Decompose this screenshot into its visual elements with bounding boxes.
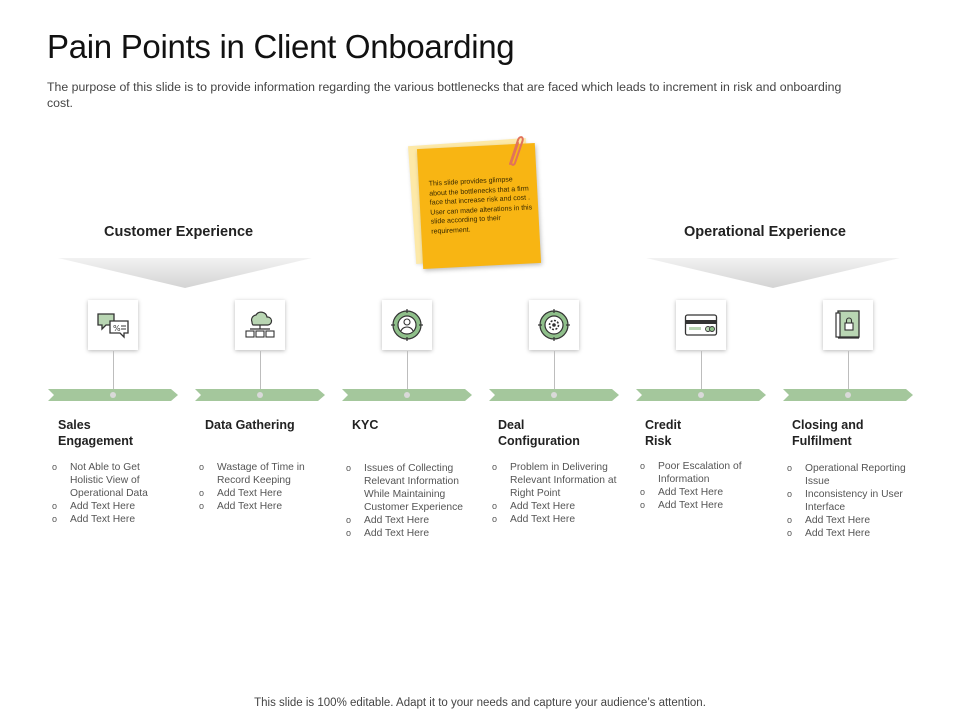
bullet-item: Issues of Collecting Relevant Informatio… <box>346 462 472 514</box>
bullet-item: Add Text Here <box>492 513 622 526</box>
column-title-closing-fulfilment: Closing and Fulfilment <box>792 418 864 448</box>
customer-funnel-shape <box>58 258 312 288</box>
operational-funnel-shape <box>646 258 900 288</box>
gear-target-icon <box>538 309 570 341</box>
arrow-dot <box>551 392 557 398</box>
bullet-item: Add Text Here <box>199 487 311 500</box>
bullet-item: Add Text Here <box>640 486 752 499</box>
kyc-icon-box <box>382 300 432 350</box>
connector-line <box>848 351 849 393</box>
bullet-item: Add Text Here <box>787 514 913 527</box>
page-title: Pain Points in Client Onboarding <box>47 28 515 65</box>
closing-fulfilment-bullets: Operational Reporting Issue Inconsistenc… <box>787 462 913 540</box>
bullet-item: Add Text Here <box>787 527 913 540</box>
arrow-dot <box>110 392 116 398</box>
bullet-item: Add Text Here <box>52 500 160 513</box>
arrow-dot <box>404 392 410 398</box>
bullet-item: Add Text Here <box>640 499 752 512</box>
bullet-item: Poor Escalation of Information <box>640 460 752 486</box>
bullet-item: Operational Reporting Issue <box>787 462 913 488</box>
chat-percent-icon: % <box>97 313 129 339</box>
data-gathering-bullets: Wastage of Time in Record Keeping Add Te… <box>199 461 311 513</box>
bullet-item: Inconsistency in User Interface <box>787 488 913 514</box>
bullet-item: Problem in Delivering Relevant Informati… <box>492 461 622 500</box>
category-customer-experience: Customer Experience <box>104 224 254 240</box>
bullet-item: Add Text Here <box>52 513 160 526</box>
column-title-kyc: KYC <box>352 418 379 432</box>
column-title-deal-configuration: Deal Configuration <box>498 418 580 448</box>
deal-configuration-bullets: Problem in Delivering Relevant Informati… <box>492 461 622 526</box>
connector-line <box>260 351 261 393</box>
connector-line <box>554 351 555 393</box>
sticky-note-text: This slide provides glimpse about the bo… <box>428 176 533 236</box>
connector-line <box>113 351 114 393</box>
bullet-item: Add Text Here <box>492 500 622 513</box>
sales-engagement-icon-box: % <box>88 300 138 350</box>
kyc-bullets: Issues of Collecting Relevant Informatio… <box>346 462 472 540</box>
bullet-item: Not Able to Get Holistic View of Operati… <box>52 461 160 500</box>
person-target-icon <box>391 309 423 341</box>
connector-line <box>407 351 408 393</box>
paperclip-icon <box>509 136 524 166</box>
closing-fulfilment-icon-box <box>823 300 873 350</box>
footer-note: This slide is 100% editable. Adapt it to… <box>254 697 706 709</box>
page-subtitle: The purpose of this slide is to provide … <box>47 80 842 110</box>
credit-risk-icon-box <box>676 300 726 350</box>
data-gathering-icon-box <box>235 300 285 350</box>
arrow-dot <box>698 392 704 398</box>
bullet-item: Add Text Here <box>346 527 472 540</box>
arrow-dot <box>845 392 851 398</box>
deal-configuration-icon-box <box>529 300 579 350</box>
sales-engagement-bullets: Not Able to Get Holistic View of Operati… <box>52 461 160 526</box>
bullet-item: Add Text Here <box>199 500 311 513</box>
bullet-item: Add Text Here <box>346 514 472 527</box>
credit-card-icon <box>684 314 718 336</box>
cloud-network-icon <box>245 311 275 338</box>
category-operational-experience: Operational Experience <box>684 224 846 240</box>
arrow-dot <box>257 392 263 398</box>
svg-text:%: % <box>113 324 121 333</box>
column-title-data-gathering: Data Gathering <box>205 418 295 432</box>
bullet-item: Wastage of Time in Record Keeping <box>199 461 311 487</box>
credit-risk-bullets: Poor Escalation of Information Add Text … <box>640 460 752 512</box>
connector-line <box>701 351 702 393</box>
locked-book-icon <box>835 310 860 339</box>
column-title-credit-risk: Credit Risk <box>645 418 682 448</box>
column-title-sales-engagement: Sales Engagement <box>58 418 134 448</box>
